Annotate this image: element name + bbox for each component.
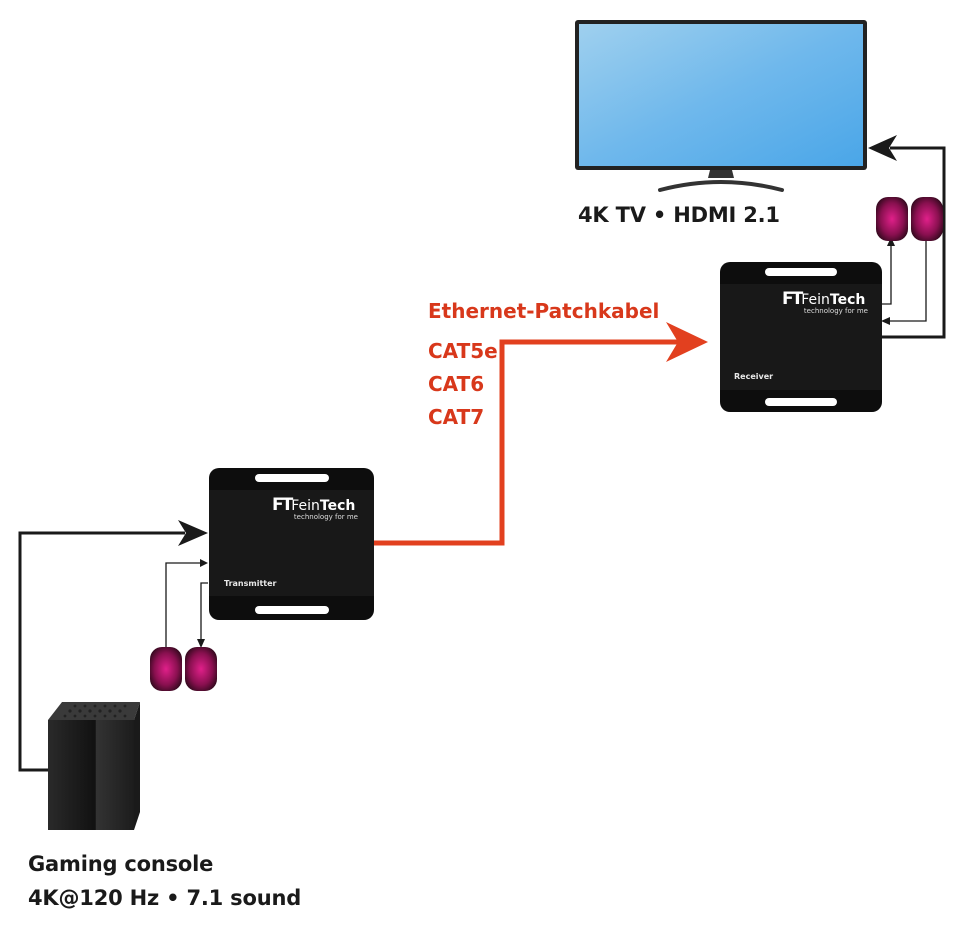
receiver-device-icon (720, 262, 882, 412)
tv-icon (575, 20, 867, 192)
transmitter-device-icon (209, 468, 374, 620)
transmitter-label: Transmitter (224, 579, 277, 588)
transmitter-brand-logo: FTFeinTech technology for me (272, 495, 358, 521)
tv-label: 4K TV • HDMI 2.1 (578, 203, 780, 227)
ethernet-cable-line (374, 339, 680, 546)
receiver-tagline: technology for me (803, 307, 868, 315)
ethernet-arrow-icon (666, 322, 708, 362)
transmitter-audio-plugs-icon (150, 647, 217, 691)
console-label-line1: Gaming console (28, 852, 214, 876)
console-arrow-icon (178, 520, 208, 546)
cable-title: Ethernet-Patchkabel (428, 299, 660, 323)
console-hdmi-line (18, 531, 185, 772)
transmitter-tagline: technology for me (293, 513, 358, 521)
cable-type-cat5e: CAT5e (428, 339, 498, 363)
receiver-label: Receiver (734, 372, 774, 381)
tv-hdmi-line (882, 146, 946, 339)
receiver-brand-name: FeinTech (801, 292, 866, 308)
receiver-audio-plugs-icon (876, 197, 943, 241)
gaming-console-icon (48, 702, 140, 830)
transmitter-brand-name: FeinTech (291, 498, 356, 514)
tv-arrow-icon (868, 135, 897, 161)
cable-type-cat7: CAT7 (428, 405, 485, 429)
receiver-brand-logo: FTFeinTech technology for me (782, 289, 868, 315)
cable-type-cat6: CAT6 (428, 372, 485, 396)
console-label-line2: 4K@120 Hz • 7.1 sound (28, 886, 302, 910)
